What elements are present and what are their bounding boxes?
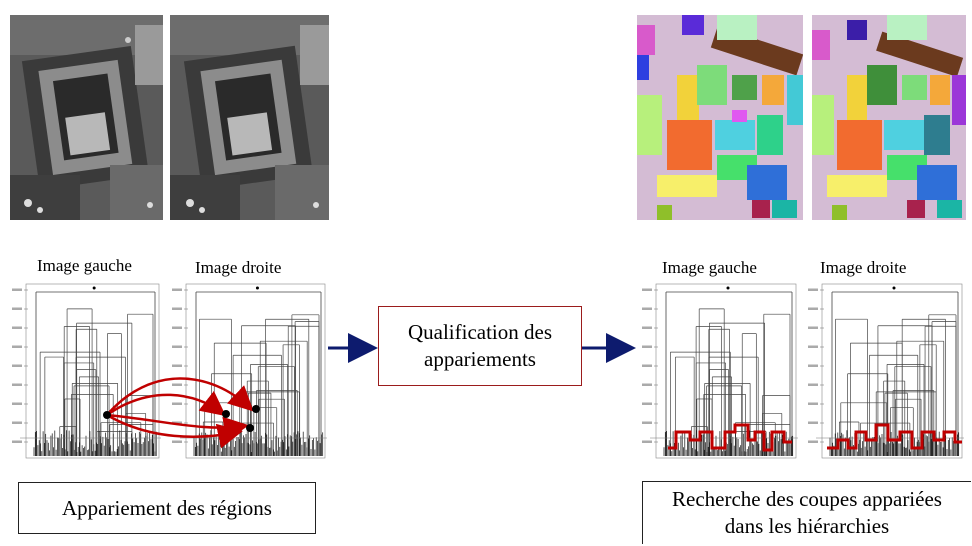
segmentation-image-right <box>812 15 966 220</box>
label-image-gauche-left: Image gauche <box>37 256 132 275</box>
appariement-box: Appariement des régions <box>18 482 316 534</box>
qualification-line-2: appariements <box>424 347 536 371</box>
qualification-line-1: Qualification des <box>407 319 553 344</box>
dendrogram-right-droite <box>806 280 966 470</box>
recherche-box: Recherche des coupes appariées dans les … <box>642 481 971 544</box>
aerial-image-left <box>10 15 163 220</box>
label-image-gauche-right: Image gauche <box>662 258 757 277</box>
recherche-line-2: dans les hiérarchies <box>724 514 890 538</box>
label-image-droite-right: Image droite <box>820 258 907 277</box>
aerial-image-right <box>170 15 329 220</box>
segmentation-image-left <box>637 15 803 220</box>
appariement-label: Appariement des régions <box>62 495 272 520</box>
qualification-box: Qualification des appariements <box>378 306 582 386</box>
label-image-droite-left: Image droite <box>195 258 282 277</box>
recherche-line-1: Recherche des coupes appariées <box>672 486 942 511</box>
